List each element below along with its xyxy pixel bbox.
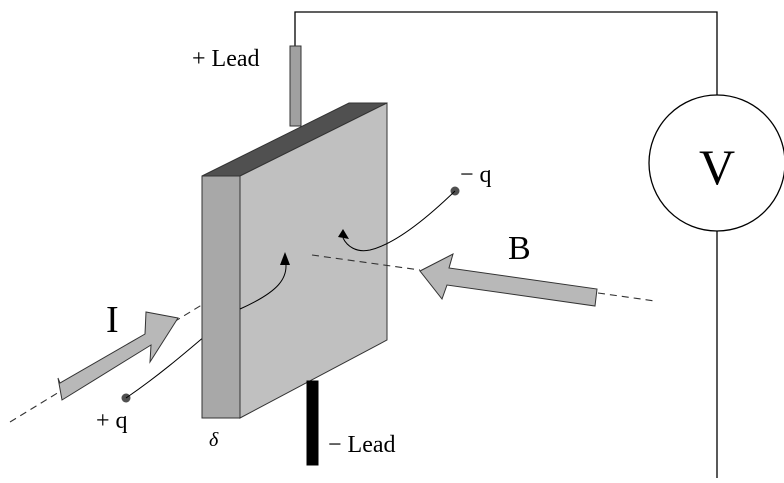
minus-q-label: − q (460, 162, 492, 188)
field-axis-tail (597, 292, 656, 302)
slab-front-face (239, 102, 388, 419)
field-arrow (419, 253, 598, 307)
current-label: I (106, 299, 119, 341)
plus-q-label: + q (96, 408, 128, 434)
voltmeter-circle (648, 94, 784, 232)
conductor-slab (201, 102, 388, 419)
thickness-label: δ (209, 429, 219, 451)
negative-lead (306, 380, 319, 466)
voltmeter-label: V (699, 139, 735, 195)
circuit-wire (294, 11, 718, 478)
plus-q-arrowhead (280, 252, 290, 265)
positive-lead (289, 45, 302, 127)
current-arrow (57, 311, 179, 401)
minus-q-path (342, 190, 456, 252)
field-axis-line (311, 254, 421, 271)
slab-side-face (201, 175, 241, 419)
field-label: B (508, 230, 531, 267)
voltmeter: V (648, 94, 784, 232)
minus-q-arrowhead (338, 229, 349, 239)
minus-lead-label: − Lead (328, 432, 396, 458)
plus-lead-label: + Lead (192, 46, 260, 72)
